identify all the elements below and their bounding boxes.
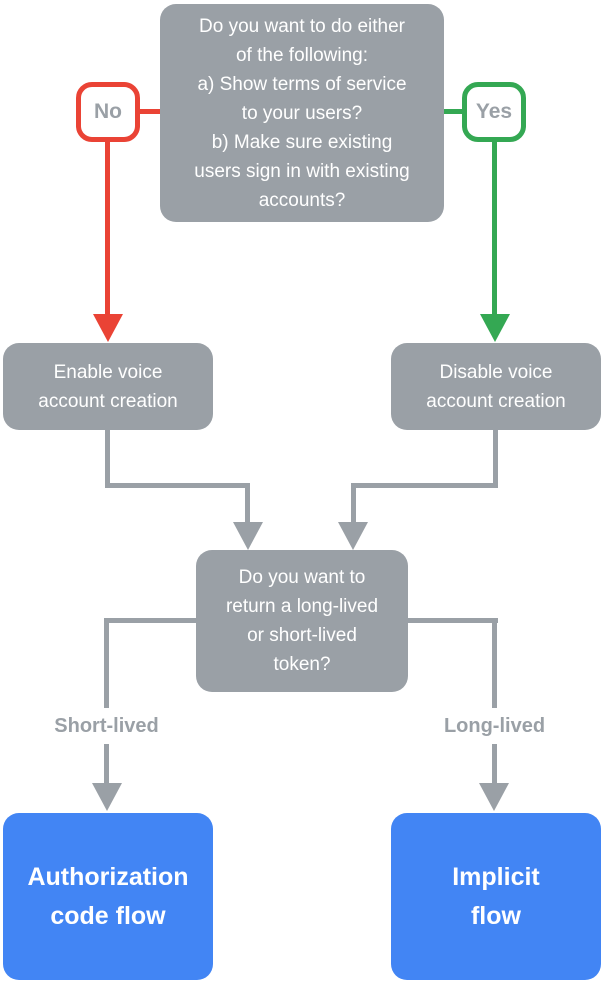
yes-badge-label: Yes [475,100,513,123]
short-lived-arrowhead-icon [92,783,122,811]
no-connector-vertical [105,142,110,316]
short-lived-edge-label: Short-lived [22,708,191,744]
enable-connector-horizontal [105,483,250,488]
yes-connector-horizontal [444,109,462,114]
question-node-terms-of-service: Do you want to do either of the followin… [160,4,444,222]
enable-arrowhead-icon [233,522,263,550]
yes-arrowhead-icon [480,314,510,342]
yes-connector-vertical [492,142,497,316]
enable-connector-vertical-2 [245,483,250,523]
authorization-code-flow-node: Authorization code flow [3,813,213,980]
question-node-token-lifetime: Do you want to return a long-lived or sh… [196,550,408,692]
long-lived-connector-horizontal [408,618,498,623]
no-arrowhead-icon [93,314,123,342]
long-lived-edge-label: Long-lived [410,708,579,744]
long-lived-arrowhead-icon [479,783,509,811]
no-badge: No [76,82,140,142]
long-lived-connector-vertical [492,618,497,785]
disable-voice-account-creation-node: Disable voice account creation [391,343,601,430]
short-lived-edge-label-text: Short-lived [54,714,159,737]
enable-voice-account-creation-node: Enable voice account creation [3,343,213,430]
yes-badge: Yes [462,82,526,142]
long-lived-edge-label-text: Long-lived [443,714,546,737]
no-badge-label: No [94,100,122,123]
enable-connector-vertical-1 [105,430,110,488]
short-lived-connector-vertical [104,618,109,785]
disable-arrowhead-icon [338,522,368,550]
implicit-flow-node: Implicit flow [391,813,601,980]
short-lived-connector-horizontal [106,618,196,623]
disable-connector-horizontal [353,483,498,488]
disable-connector-vertical-2 [351,483,356,523]
no-connector-horizontal [140,109,160,114]
disable-connector-vertical-1 [493,430,498,488]
